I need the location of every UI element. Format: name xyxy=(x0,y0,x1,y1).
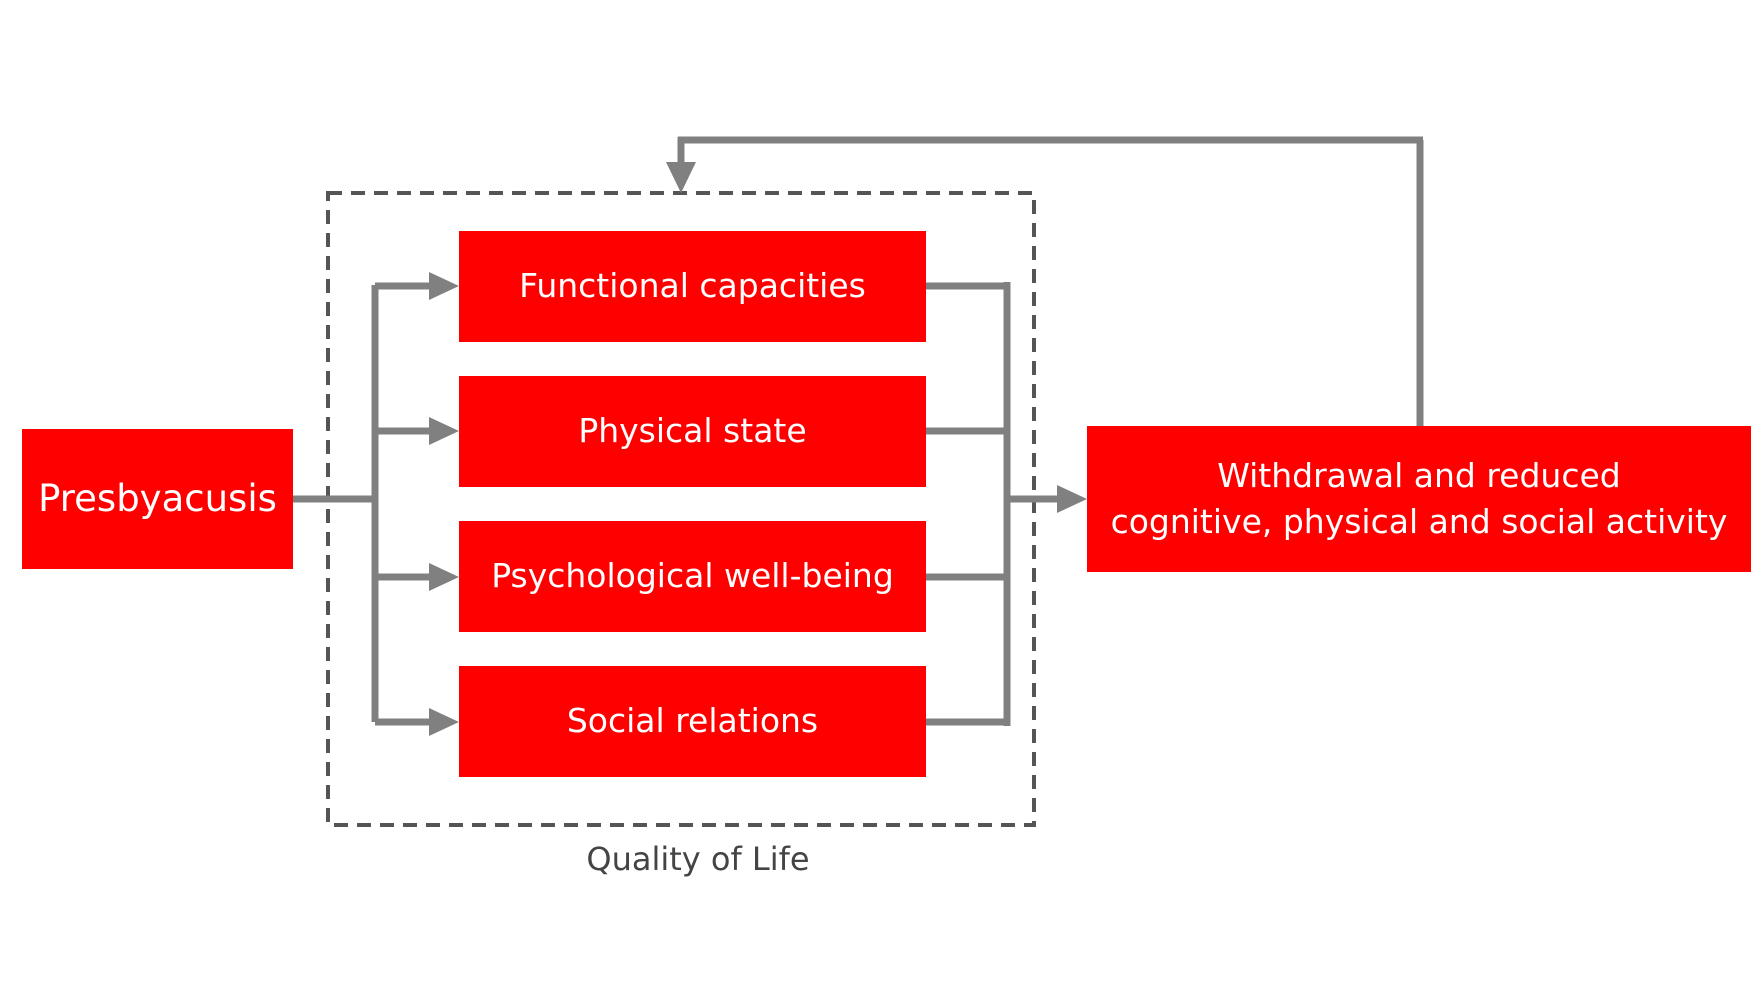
withdrawal-label-line-2: cognitive, physical and social activity xyxy=(1110,502,1728,541)
arrow-to-social xyxy=(429,708,459,736)
arrow-to-physical xyxy=(429,417,459,445)
fan-out-arrowheads xyxy=(429,272,459,736)
arrow-to-psychological xyxy=(429,563,459,591)
social-relations-label: Social relations xyxy=(566,701,819,741)
psychological-well-being-box: Psychological well-being xyxy=(459,521,926,632)
functional-capacities-box: Functional capacities xyxy=(459,231,926,342)
withdrawal-label-line-1: Withdrawal and reduced xyxy=(1217,455,1621,495)
arrow-to-functional xyxy=(429,272,459,300)
withdrawal-label: Withdrawal and reduced cognitive, physic… xyxy=(1111,453,1728,545)
psychological-well-being-label: Psychological well-being xyxy=(491,556,894,596)
withdrawal-box: Withdrawal and reduced cognitive, physic… xyxy=(1087,426,1751,572)
presbyacusis-label: Presbyacusis xyxy=(38,477,277,521)
arrow-to-quality-of-life xyxy=(666,162,696,193)
presbyacusis-box: Presbyacusis xyxy=(22,429,293,569)
physical-state-box: Physical state xyxy=(459,376,926,487)
functional-capacities-label: Functional capacities xyxy=(519,266,866,306)
arrow-to-withdrawal xyxy=(1057,485,1087,513)
merge-connector xyxy=(926,282,1059,726)
quality-of-life-label: Quality of Life xyxy=(586,840,810,878)
fan-out-connector xyxy=(293,282,431,726)
physical-state-label: Physical state xyxy=(578,411,807,451)
feedback-connector xyxy=(677,136,1424,426)
social-relations-box: Social relations xyxy=(459,666,926,777)
